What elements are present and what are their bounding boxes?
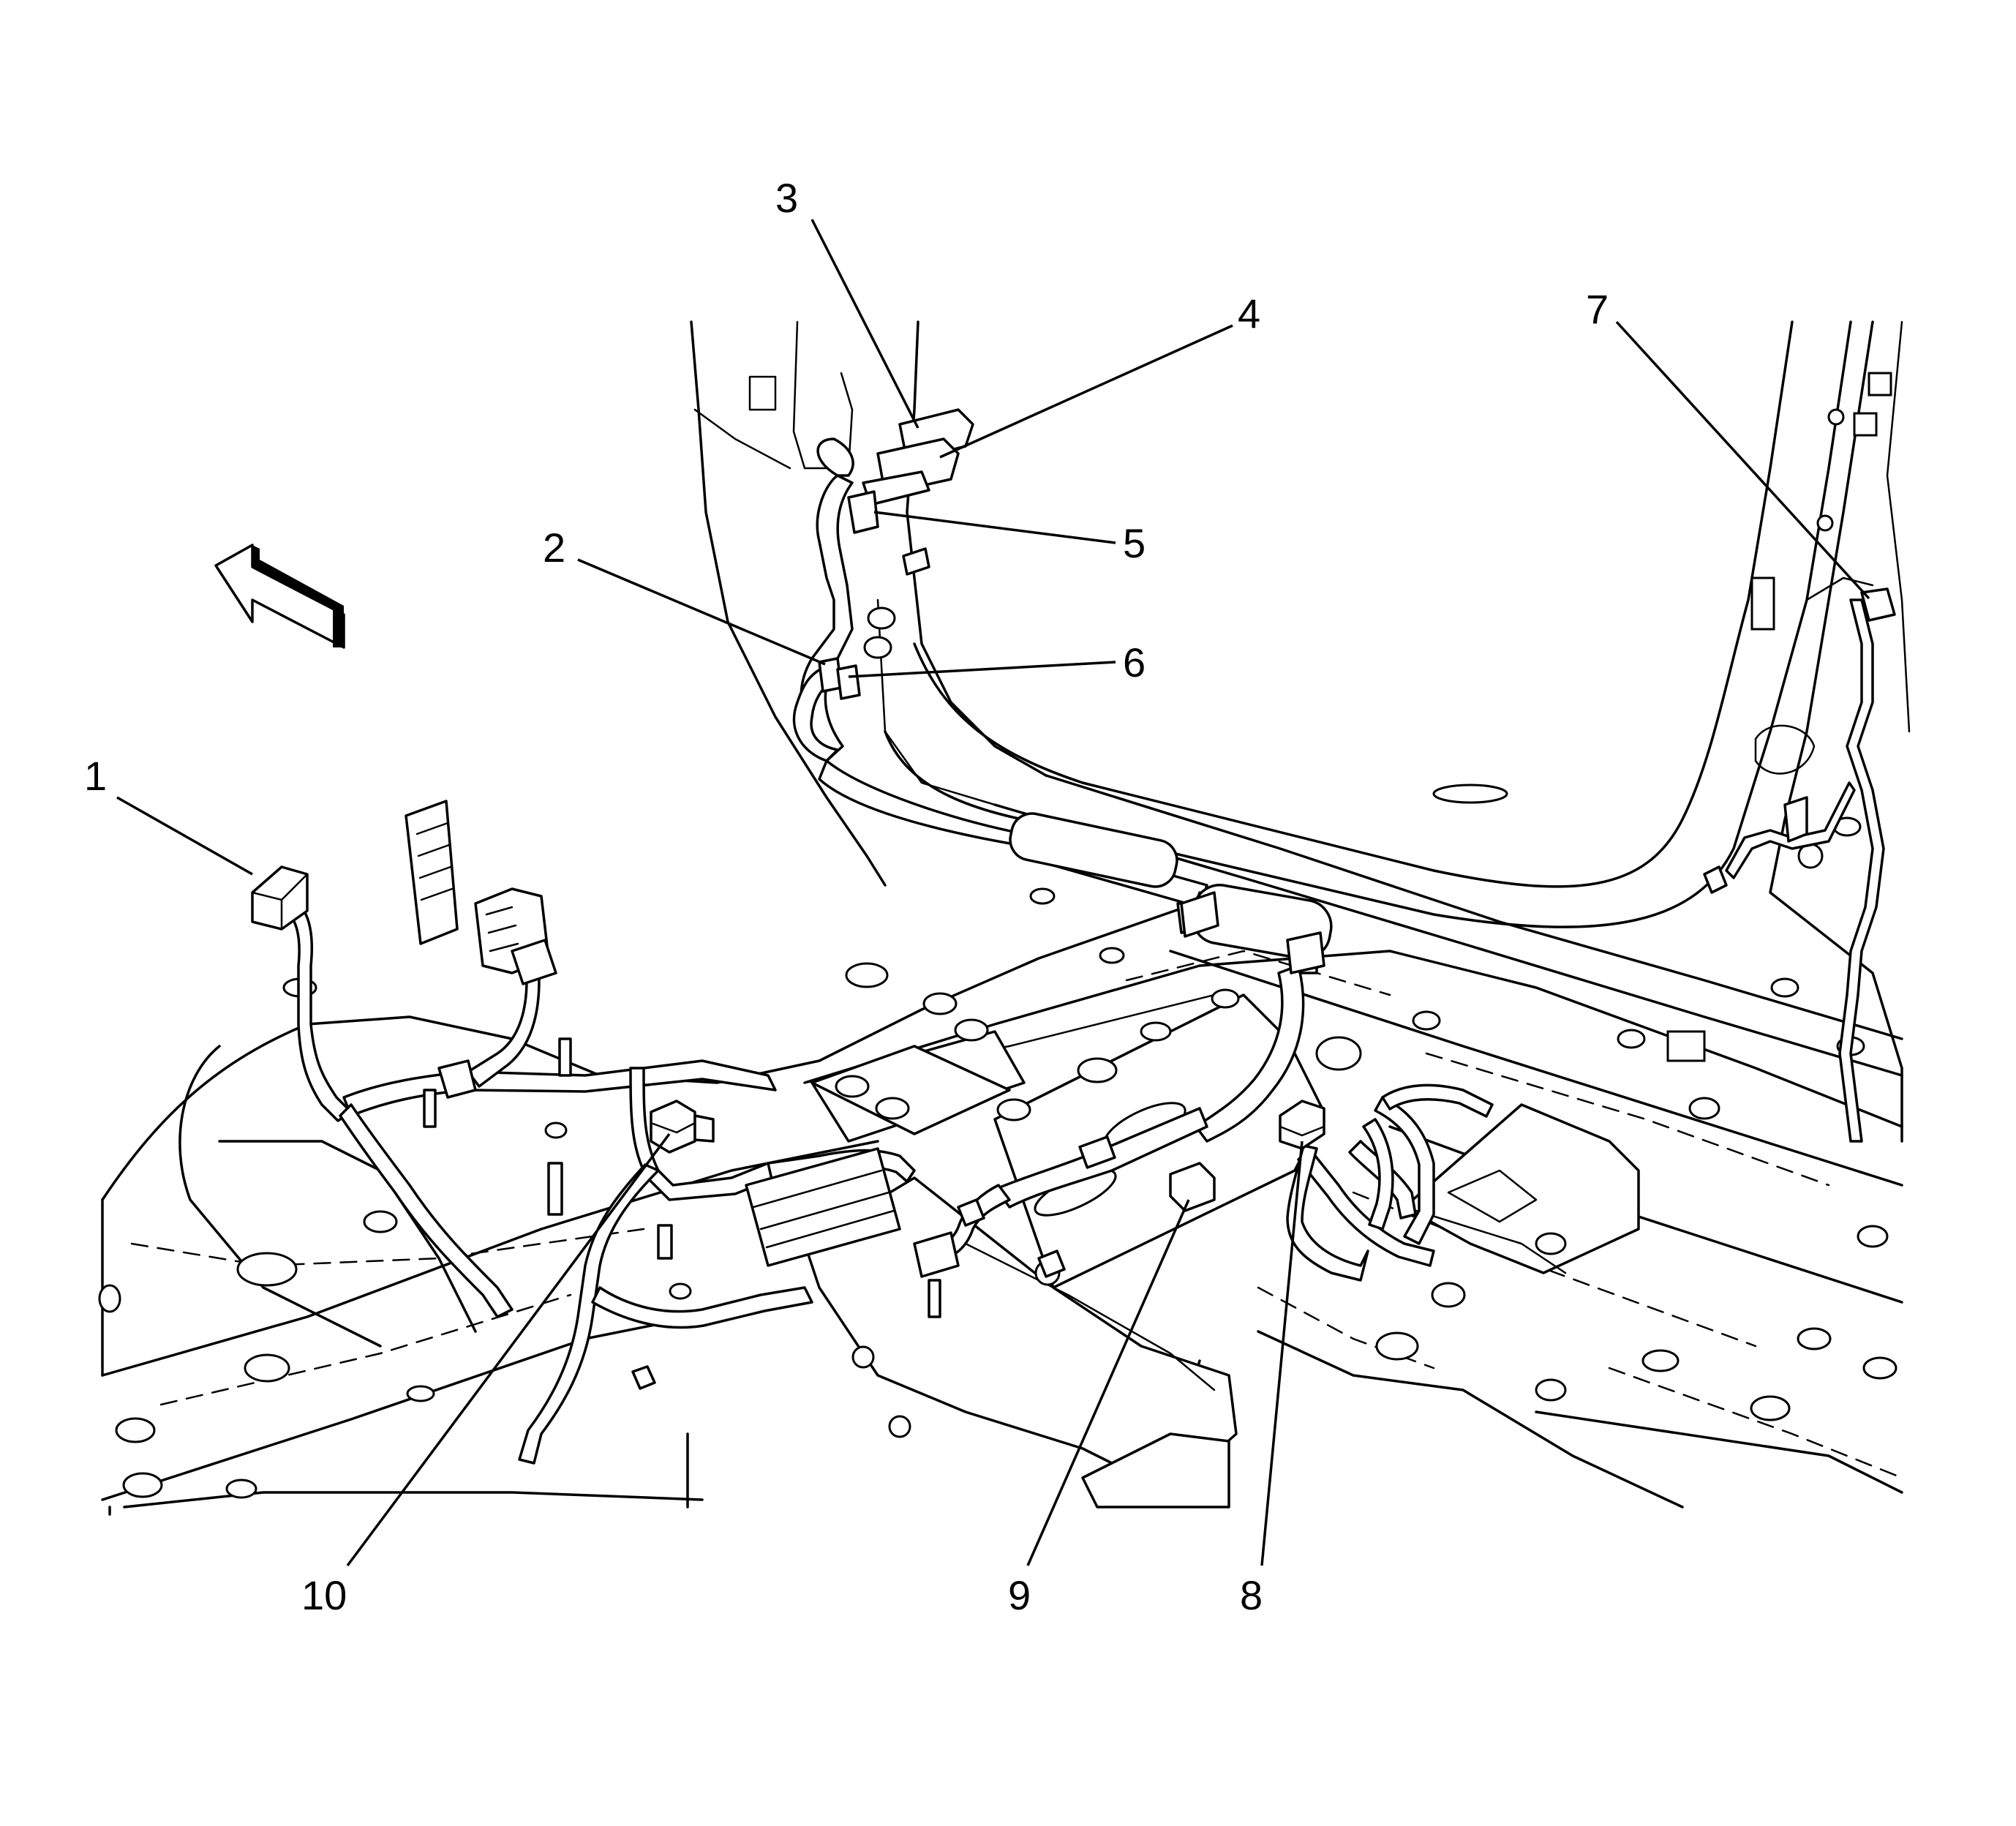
center-module — [745, 1147, 901, 1267]
callout-1: 1 — [84, 753, 107, 799]
callout-7: 7 — [1586, 286, 1609, 332]
vehicle-body-structure — [101, 320, 1911, 1516]
connector-8 — [1279, 1100, 1325, 1150]
callout-8: 8 — [1240, 1572, 1263, 1618]
leader-3 — [810, 219, 919, 429]
leader-5 — [873, 511, 1116, 544]
leader-1 — [116, 796, 253, 876]
connector-1 — [251, 865, 309, 931]
leader-9 — [1026, 1199, 1190, 1566]
callout-5: 5 — [1123, 520, 1146, 566]
connector-5 — [847, 490, 879, 534]
leader-6 — [848, 661, 1116, 678]
callout-labels: 1 2 3 4 5 6 7 8 9 10 — [84, 175, 1609, 1618]
front-direction-arrow-icon — [214, 544, 345, 649]
leader-2 — [577, 558, 826, 666]
body-holes — [98, 372, 1897, 1499]
callout-10: 10 — [301, 1572, 347, 1618]
components — [251, 408, 1896, 1390]
module-block — [405, 800, 459, 945]
callout-9: 9 — [1008, 1572, 1031, 1618]
leader-8 — [1260, 1141, 1304, 1566]
connector-7 — [1860, 587, 1896, 622]
callout-6: 6 — [1123, 639, 1146, 685]
leader-4 — [939, 324, 1233, 459]
leader-10 — [346, 1132, 671, 1567]
leader-lines — [116, 219, 1870, 1567]
callout-2: 2 — [543, 525, 565, 571]
connector-6 — [836, 664, 861, 700]
connector-10 — [650, 1100, 696, 1154]
connector-9 — [1169, 1162, 1216, 1212]
callout-4: 4 — [1238, 290, 1260, 337]
callout-3: 3 — [775, 175, 798, 221]
leader-7 — [1615, 320, 1870, 600]
